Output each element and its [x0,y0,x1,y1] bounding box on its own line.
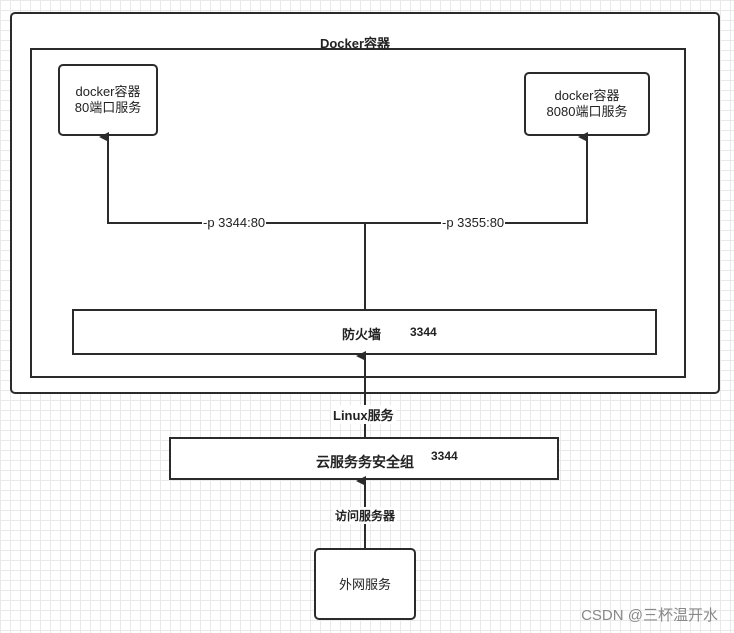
firewall-name: 防火墙 [342,327,382,342]
edge-label-port-8080: -p 3355:80 [441,215,506,230]
docker-node-port-80-line1: docker容器 [75,84,141,99]
docker-node-port-80-line2: 80端口服务 [74,100,142,115]
external-service-node: 外网服务 [314,548,416,620]
linux-service-label: Linux服务 [331,405,396,424]
docker-node-port-8080-line2: 8080端口服务 [546,104,628,119]
docker-node-port-80: docker容器 80端口服务 [58,64,158,136]
csdn-watermark: CSDN @三杯温开水 [581,607,718,624]
external-service-label: 外网服务 [338,577,391,592]
security-group-name: 云服务务安全组 [316,454,414,470]
edge-label-port-80: -p 3344:80 [202,215,267,230]
docker-node-port-8080-line1: docker容器 [554,88,620,103]
security-group-port: 3344 [431,449,458,463]
firewall-port: 3344 [410,325,437,339]
docker-container-title: Docker容器 [319,36,391,51]
access-server-label: 访问服务器 [333,507,398,524]
